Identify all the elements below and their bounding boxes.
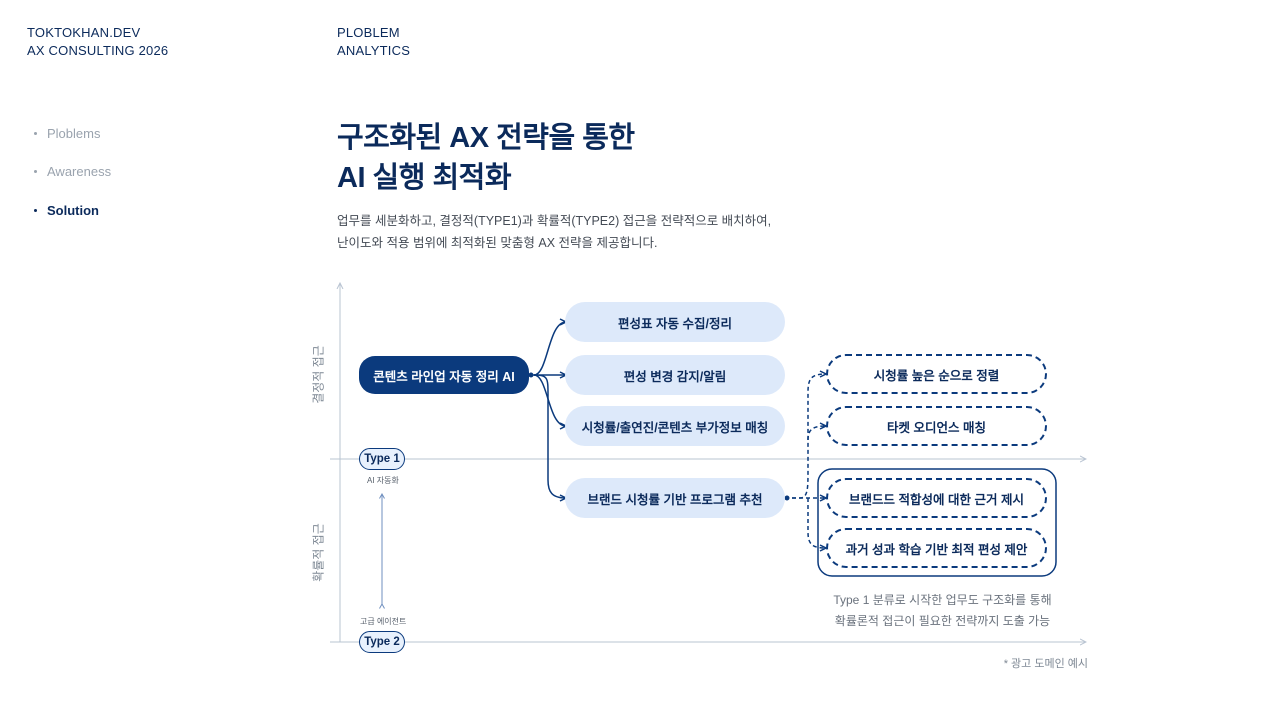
- task-node: 편성표 자동 수집/정리: [565, 302, 785, 342]
- task-node: 시청률/출연진/콘텐츠 부가정보 매칭: [565, 406, 785, 446]
- output-node: 브랜드드 적합성에 대한 근거 제시: [826, 478, 1047, 518]
- recommend-node-dot: [784, 495, 790, 501]
- bullet-icon: [34, 170, 37, 173]
- type2-badge: Type 2: [359, 631, 405, 653]
- side-nav: Ploblems Awareness Solution: [34, 124, 111, 240]
- output-node: 타켓 오디언스 매칭: [826, 406, 1047, 446]
- section-label: PLOBLEM ANALYTICS: [337, 24, 410, 60]
- nav-item-label: Solution: [47, 202, 99, 218]
- page-description: 업무를 세분화하고, 결정적(TYPE1)과 확률적(TYPE2) 접근을 전략…: [337, 210, 771, 254]
- type2-output-group: [817, 468, 1057, 577]
- note-line-1: Type 1 분류로 시작한 업무도 구조화를 통해: [833, 593, 1052, 607]
- branch-node-dot: [528, 372, 534, 378]
- title-line-2: AI 실행 최적화: [337, 162, 512, 194]
- bullet-icon: [34, 131, 37, 135]
- dash-to-output-2: [807, 426, 826, 441]
- nav-item-ploblems[interactable]: Ploblems: [34, 124, 111, 142]
- task-node: 편성 변경 감지/알림: [565, 355, 785, 395]
- task-node: 브랜드 시청률 기반 프로그램 추천: [565, 478, 785, 518]
- brand-subtitle: AX CONSULTING 2026: [27, 43, 169, 58]
- type1-badge: Type 1: [359, 448, 405, 470]
- diagram-note: Type 1 분류로 시작한 업무도 구조화를 통해 확률론적 접근이 필요한 …: [820, 590, 1065, 632]
- type2-caption: 고급 에이전트: [360, 617, 407, 626]
- nav-item-awareness[interactable]: Awareness: [34, 163, 111, 181]
- branch-to-task-4: [533, 374, 566, 498]
- output-node: 시청률 높은 순으로 정렬: [826, 354, 1047, 394]
- brand: TOKTOKHAN.DEV AX CONSULTING 2026: [27, 24, 168, 60]
- title-line-1: 구조화된 AX 전략을 통한: [337, 122, 635, 154]
- brand-name: TOKTOKHAN.DEV: [27, 25, 141, 40]
- source-node: 콘텐츠 라인업 자동 정리 AI: [359, 356, 529, 394]
- bullet-icon: [34, 208, 37, 212]
- type1-caption: AI 자동화: [367, 476, 399, 485]
- nav-item-label: Awareness: [47, 164, 112, 179]
- footnote: * 광고 도메인 예시: [1003, 658, 1088, 670]
- section-line1: PLOBLEM: [337, 25, 400, 40]
- page-title: 구조화된 AX 전략을 통한 AI 실행 최적화: [337, 118, 635, 198]
- section-line2: ANALYTICS: [337, 43, 411, 58]
- dash-to-output-4: [807, 498, 826, 548]
- branch-to-task-3: [533, 374, 566, 426]
- nav-item-label: Ploblems: [47, 125, 101, 141]
- axis-label-probabilistic: 확률적 접근: [311, 523, 326, 582]
- desc-line-1: 업무를 세분화하고, 결정적(TYPE1)과 확률적(TYPE2) 접근을 전략…: [337, 214, 772, 228]
- dash-to-output-1: [785, 374, 826, 499]
- axis-label-deterministic: 결정적 접근: [311, 345, 326, 404]
- note-line-2: 확률론적 접근이 필요한 전략까지 도출 가능: [834, 614, 1051, 628]
- branch-to-task-1: [533, 322, 566, 376]
- nav-item-solution[interactable]: Solution: [34, 201, 111, 219]
- output-node: 과거 성과 학습 기반 최적 편성 제안: [826, 528, 1047, 568]
- desc-line-2: 난이도와 적용 범위에 최적화된 맞춤형 AX 전략을 제공합니다.: [337, 236, 658, 250]
